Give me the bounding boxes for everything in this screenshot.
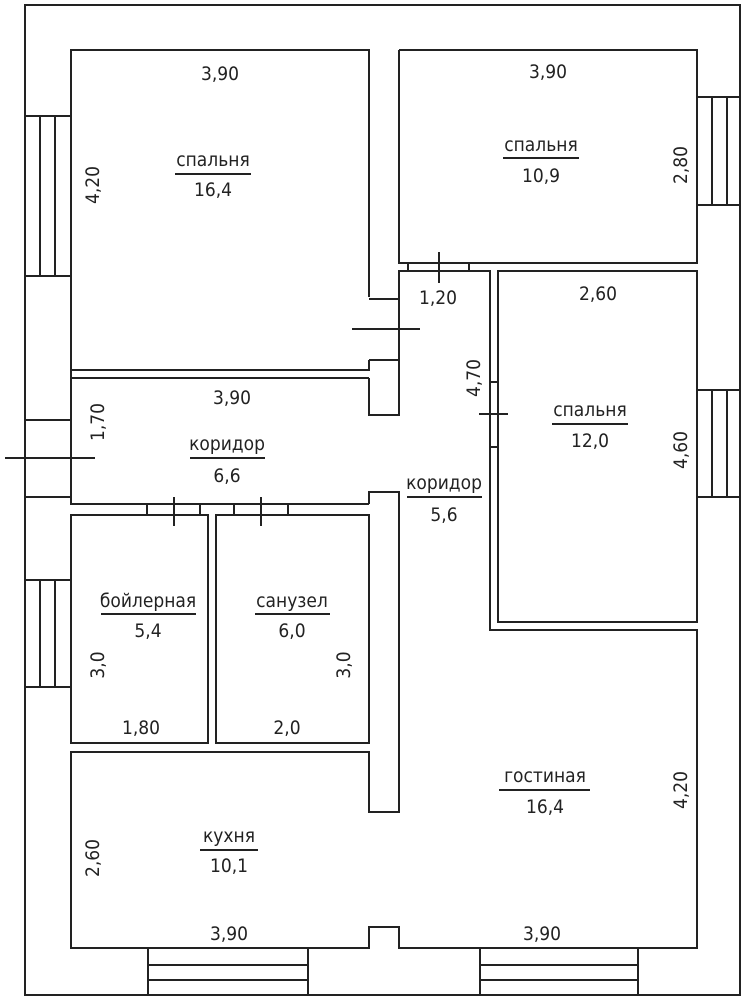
dimension: 1,70 (87, 403, 109, 441)
dimension: 4,20 (82, 166, 104, 204)
bedroom-1-walls (70, 49, 370, 371)
room-area: 5,4 (134, 620, 161, 642)
dimension-labels: 3,90 4,20 3,90 2,80 2,60 4,60 1,20 4,70 … (82, 61, 692, 945)
room-area: 6,0 (278, 620, 305, 642)
dimension: 3,90 (210, 923, 248, 945)
bedroom-2-walls (398, 49, 698, 264)
dimension: 3,90 (213, 387, 251, 409)
window (24, 579, 72, 688)
dimension: 4,60 (670, 431, 692, 469)
room-area: 12,0 (571, 430, 609, 452)
dimension: 3,0 (87, 651, 109, 678)
window (147, 947, 309, 996)
dimension: 4,70 (463, 359, 485, 397)
room-name: спальня (553, 399, 627, 421)
window (696, 389, 741, 498)
room-name: спальня (504, 134, 578, 156)
dimension: 4,20 (670, 771, 692, 809)
room-name: кухня (203, 825, 255, 847)
bathroom-walls (215, 514, 370, 744)
dimension: 1,80 (122, 717, 160, 739)
room-area: 5,6 (430, 504, 457, 526)
room-area: 10,9 (522, 165, 560, 187)
window (24, 115, 72, 277)
room-name: коридор (406, 472, 482, 494)
dimension: 3,90 (529, 61, 567, 83)
room-name: гостиная (504, 765, 586, 787)
window (696, 96, 741, 206)
dimension: 2,60 (579, 283, 617, 305)
room-labels: спальня 16,4 спальня 10,9 спальня 12,0 к… (100, 134, 628, 877)
room-name: бойлерная (100, 590, 196, 612)
room-area: 10,1 (210, 855, 248, 877)
window (479, 947, 639, 996)
windows (24, 96, 741, 996)
dimension: 2,80 (670, 146, 692, 184)
outer-wall (24, 4, 741, 996)
room-name: коридор (189, 433, 265, 455)
room-name: санузел (256, 590, 328, 612)
dimension: 3,90 (201, 63, 239, 85)
dimension: 2,0 (273, 717, 300, 739)
dimension: 3,90 (523, 923, 561, 945)
room-name: спальня (176, 149, 250, 171)
corridor-walls (70, 377, 369, 505)
room-area: 16,4 (194, 179, 232, 201)
walls (5, 4, 741, 996)
room-area: 16,4 (526, 796, 564, 818)
room-area: 6,6 (213, 465, 240, 487)
dimension: 1,20 (419, 287, 457, 309)
dimension: 3,0 (333, 651, 355, 678)
dimension: 2,60 (82, 839, 104, 877)
